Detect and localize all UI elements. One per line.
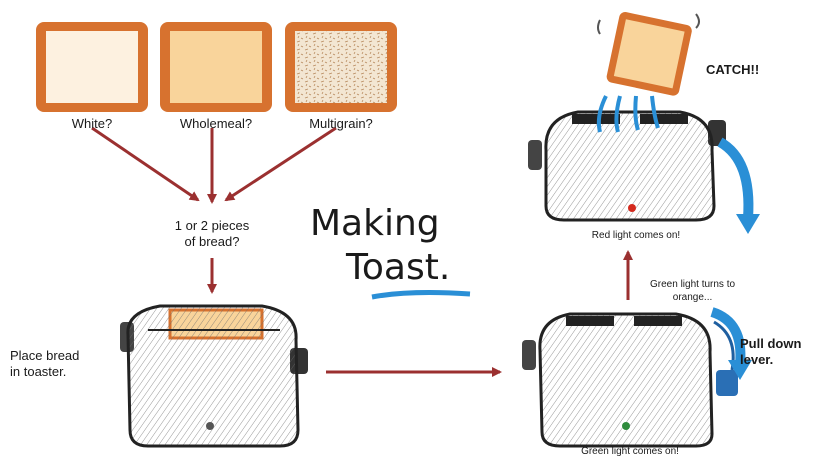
step-green-light: Green light comes on! <box>560 446 700 457</box>
toaster-green-light <box>522 314 738 446</box>
red-light-icon <box>628 204 636 212</box>
arrow-multigrain <box>226 128 336 200</box>
popping-toast <box>598 11 699 97</box>
label-wholemeal: Wholemeal? <box>160 116 272 131</box>
step-pull: Pull down lever. <box>740 336 801 368</box>
toaster-red-light <box>528 112 726 220</box>
step-pull-line2: lever. <box>740 352 801 368</box>
label-white: White? <box>36 116 148 131</box>
step-turns: Green light turns to orange... <box>650 278 735 304</box>
toaster-with-bread <box>120 306 308 446</box>
arrow-white <box>92 128 198 200</box>
step-pieces-line2: of bread? <box>152 234 272 250</box>
bread-white <box>36 22 148 112</box>
label-multigrain: Multigrain? <box>285 116 397 131</box>
step-pieces-line1: 1 or 2 pieces <box>152 218 272 234</box>
lever-up-swoosh-icon <box>720 142 748 218</box>
step-catch: CATCH!! <box>706 62 759 77</box>
step-place: Place bread in toaster. <box>10 348 79 380</box>
step-red-light: Red light comes on! <box>566 230 706 241</box>
step-place-line1: Place bread <box>10 348 79 364</box>
lever-down-swoosh-icon <box>712 312 740 364</box>
step-pull-line1: Pull down <box>740 336 801 352</box>
step-turns-line2: orange... <box>650 291 735 304</box>
bread-multigrain <box>285 22 397 112</box>
title-underline <box>372 293 470 297</box>
green-light-icon <box>622 422 630 430</box>
bread-wholemeal <box>160 22 272 112</box>
title-line2: Toast. <box>346 246 450 290</box>
toaster-light-off <box>206 422 214 430</box>
step-turns-line1: Green light turns to <box>650 278 735 291</box>
title-line1: Making <box>310 202 440 246</box>
step-place-line2: in toaster. <box>10 364 79 380</box>
step-pieces: 1 or 2 pieces of bread? <box>152 218 272 250</box>
lever-up-arrowhead <box>736 214 760 234</box>
